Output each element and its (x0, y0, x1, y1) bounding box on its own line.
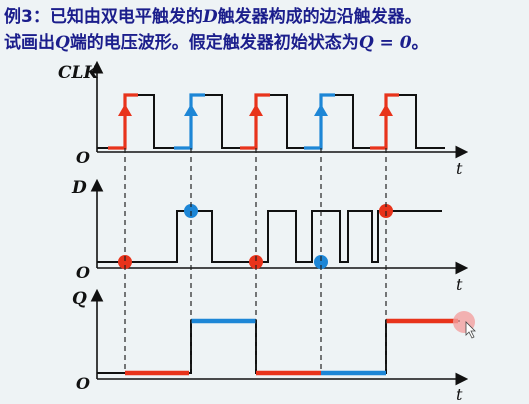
q-origin-label: O (76, 374, 90, 393)
q-axes (90, 288, 469, 386)
arrow-up-icon (379, 104, 393, 140)
q-label: Q (72, 289, 87, 309)
d-axes (90, 178, 469, 275)
arrow-up-icon (118, 104, 132, 140)
clk-waveform (97, 94, 445, 149)
clk-color-highlights (108, 93, 399, 150)
d-origin-label: O (76, 263, 90, 282)
clk-label: CLK (58, 63, 99, 83)
title-var-d: D (202, 7, 218, 27)
title-text-b: 触发器构成的边沿触发器。 (217, 7, 422, 27)
title-text-a: 例3：已知由双电平触发的 (4, 7, 203, 27)
sample-dot (314, 255, 328, 269)
title-var-q: Q (55, 33, 70, 53)
sample-dot (118, 255, 132, 269)
pointer-highlight (453, 311, 476, 339)
arrow-up-icon (249, 104, 263, 140)
title-line-1: 例3：已知由双电平触发的D触发器构成的边沿触发器。 (4, 4, 526, 30)
rising-edge-arrows (118, 104, 393, 140)
q-state-segments (125, 318, 458, 376)
cursor-icon (465, 321, 476, 339)
title-initial-state: Q = 0 (358, 33, 412, 53)
title-line-2: 试画出Q端的电压波形。假定触发器初始状态为Q = 0。 (4, 30, 526, 56)
title-text-e: 。 (411, 33, 429, 53)
clk-origin-label: O (76, 148, 90, 167)
d-waveform (97, 210, 442, 263)
arrow-up-icon (314, 104, 328, 140)
title-text-d: 端的电压波形。假定触发器初始状态为 (69, 33, 359, 53)
q-waveform (97, 320, 460, 374)
q-time-label: t (456, 385, 463, 404)
problem-statement: 例3：已知由双电平触发的D触发器构成的边沿触发器。 试画出Q端的电压波形。假定触… (4, 4, 526, 56)
clk-axes (90, 60, 469, 159)
clk-time-label: t (456, 159, 463, 178)
d-sample-points (118, 204, 393, 269)
arrow-up-icon (184, 104, 198, 140)
d-time-label: t (456, 275, 463, 294)
d-label: D (71, 178, 87, 198)
edge-guides (124, 148, 387, 373)
sample-dot (249, 255, 263, 269)
title-text-c: 试画出 (4, 33, 55, 53)
